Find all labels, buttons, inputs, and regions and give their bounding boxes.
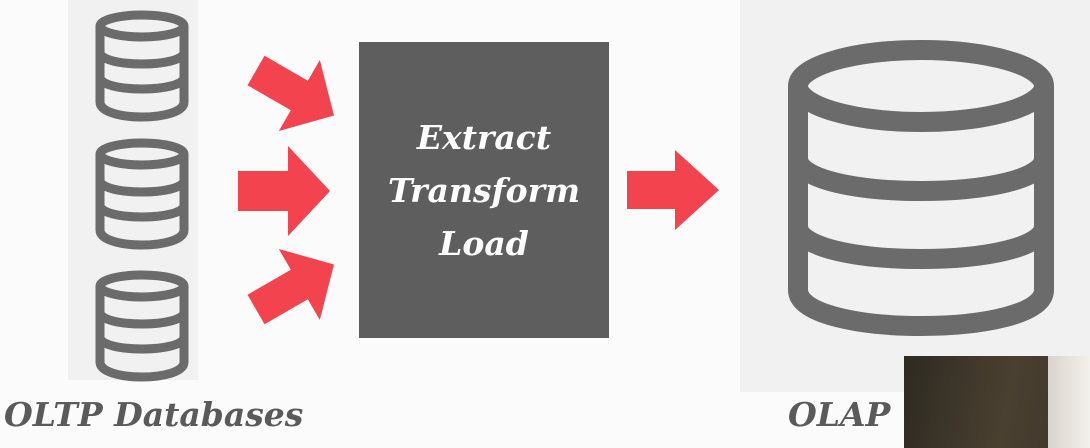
olap-database-icon [788, 40, 1054, 336]
etl-process-box: Extract Transform Load [359, 42, 609, 338]
arrow-right-icon-top [247, 55, 334, 132]
oltp-databases-caption: OLTP Databases [4, 395, 304, 434]
video-inset [904, 356, 1090, 448]
arrow-right-icon-middle [238, 146, 330, 236]
oltp-database-icon-3 [95, 270, 189, 382]
oltp-database-icon-1 [95, 10, 189, 122]
arrow-right-icon-output [627, 150, 719, 230]
video-inset-edge [1048, 356, 1090, 448]
etl-load-text: Load [439, 223, 529, 263]
olap-caption: OLAP [788, 395, 891, 434]
arrow-right-icon-bottom [247, 248, 334, 325]
etl-transform-text: Transform [387, 170, 580, 210]
etl-label: Extract Transform Load [388, 111, 580, 270]
etl-extract-text: Extract [416, 117, 552, 157]
oltp-database-icon-2 [95, 138, 189, 250]
